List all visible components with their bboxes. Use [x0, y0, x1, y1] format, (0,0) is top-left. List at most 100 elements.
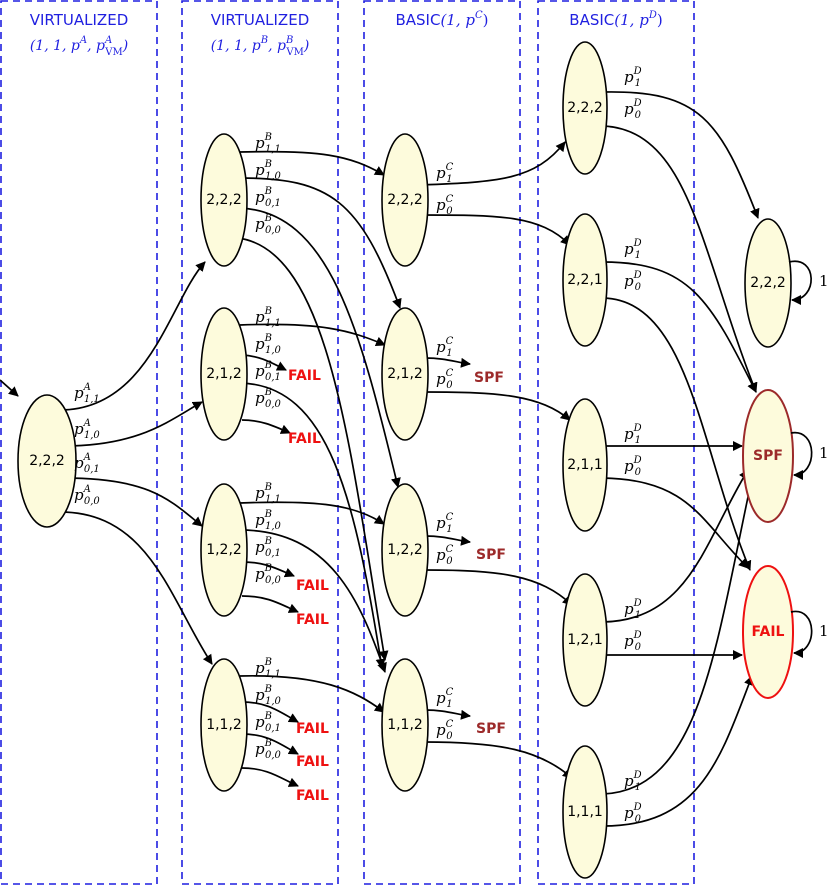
state-label: 2,2,2: [29, 453, 65, 469]
state-label: 2,2,2: [750, 275, 786, 291]
edge-b222-to-c222: [239, 150, 385, 176]
entry-arrow: [0, 379, 19, 397]
edge-b212-to-c112: [239, 382, 386, 669]
column-title-d: BASIC(1, pD): [569, 10, 662, 29]
edge-c222-to-d221: [419, 214, 571, 246]
sink-spf-label: SPF: [753, 448, 783, 464]
state-c-122: 1,2,2: [381, 483, 429, 617]
state-d-211: 2,1,1: [562, 398, 608, 532]
edge-d222-to-e222: [602, 91, 760, 219]
state-label: 2,2,2: [206, 192, 242, 208]
edge-b112-to-c112: [239, 675, 385, 713]
column-box-b: [181, 0, 339, 885]
column-box-a: [0, 0, 158, 885]
edge-b112-to-fail-a: [241, 701, 299, 723]
edge-c122-to-spf: [424, 535, 471, 546]
edge-b112-to-fail-b: [241, 733, 299, 755]
outcome-b212-00: FAIL: [288, 431, 321, 447]
edge-a-to-b222: [59, 261, 206, 411]
state-d-221: 2,2,1: [562, 213, 608, 347]
state-label: 2,1,1: [567, 457, 603, 473]
edge-c212-to-d211: [424, 391, 571, 421]
state-e-222: 2,2,2: [744, 218, 792, 348]
state-b-222: 2,2,2: [200, 133, 248, 267]
sink-fail-label: FAIL: [752, 624, 785, 640]
state-label: 1,2,1: [567, 632, 603, 648]
state-d-121: 1,2,1: [562, 573, 608, 707]
self-loop-e222: [788, 260, 812, 305]
column-box-c: [363, 0, 521, 885]
state-label: 1,2,2: [387, 542, 423, 558]
state-b-122: 1,2,2: [200, 483, 248, 617]
state-d-222: 2,2,2: [562, 41, 608, 175]
loop-label-spf: 1: [819, 444, 829, 462]
state-label: 2,2,1: [567, 272, 603, 288]
state-c-222: 2,2,2: [381, 133, 429, 267]
edge-c122-to-d121: [424, 569, 573, 606]
edge-b112-to-fail-c: [241, 767, 299, 787]
outcome-b122-00: FAIL: [296, 612, 329, 628]
edge-d121-to-spf: [602, 469, 749, 623]
edge-a-to-b112: [59, 511, 213, 665]
state-c-212: 2,1,2: [381, 307, 429, 441]
outcome-c122-spf: SPF: [476, 547, 506, 563]
column-title-c: BASIC(1, pC): [395, 10, 488, 29]
outcome-b112-01: FAIL: [296, 754, 329, 770]
edge-c212-to-spf: [424, 357, 471, 368]
edge-a-to-b212: [63, 401, 203, 447]
state-label: 2,2,2: [567, 100, 603, 116]
state-label: 1,1,1: [567, 804, 603, 820]
column-box-d: [537, 0, 695, 885]
state-label: 1,1,2: [206, 717, 242, 733]
state-label: 2,1,2: [206, 366, 242, 382]
edge-b122-to-fail-b: [241, 595, 299, 613]
state-label: 1,1,2: [387, 717, 423, 733]
edge-b212-to-c212: [239, 323, 386, 347]
self-loop-spf: [790, 432, 813, 480]
state-b-112: 1,1,2: [200, 658, 248, 792]
column-title-b: VIRTUALIZED: [211, 11, 310, 29]
loop-label-fail: 1: [819, 622, 829, 640]
edge-c112-to-spf: [424, 709, 471, 720]
edge-b212-to-fail-b: [241, 419, 291, 434]
sink-spf: SPF: [742, 389, 794, 523]
loop-label-e222: 1: [819, 272, 829, 290]
edge-d221-to-spf: [602, 261, 757, 393]
outcome-b122-01: FAIL: [296, 578, 329, 594]
state-d-111: 1,1,1: [562, 745, 608, 879]
edge-c112-to-d111: [424, 741, 573, 779]
edge-c222-to-d222: [419, 141, 566, 186]
outcome-c212-spf: SPF: [474, 370, 504, 386]
